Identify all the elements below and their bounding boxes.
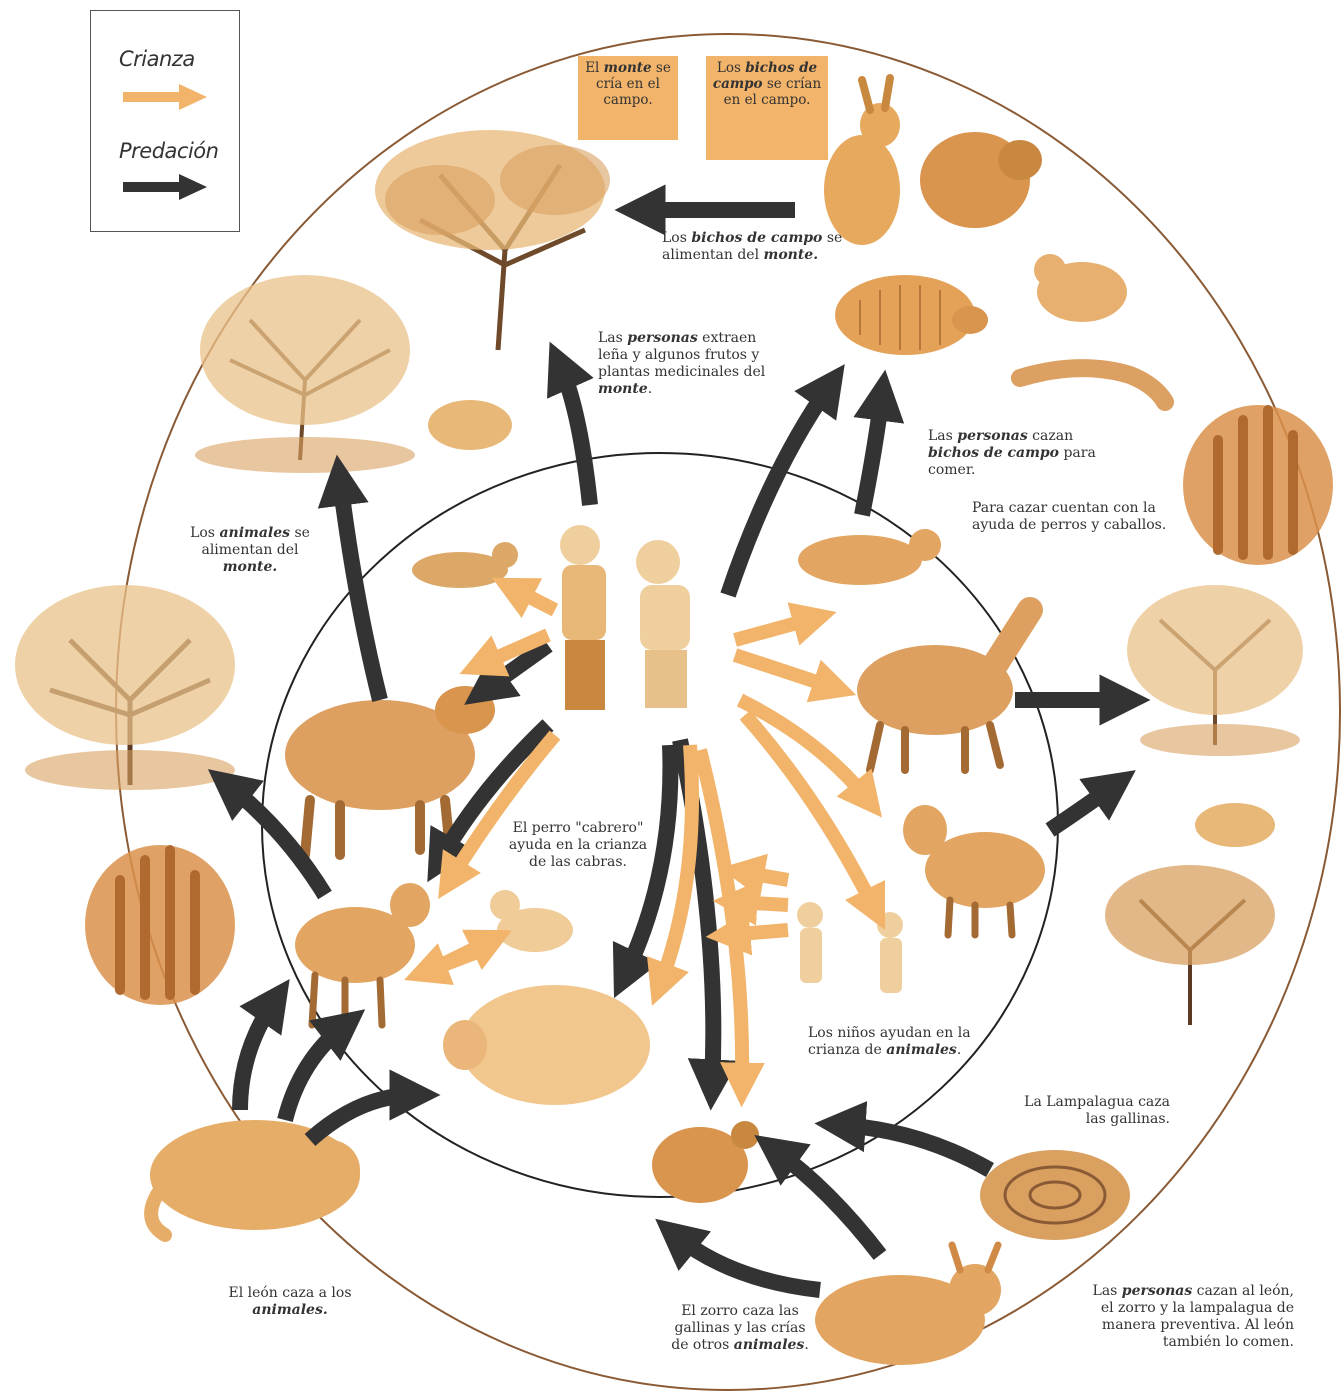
small-bush-right-illustration bbox=[1195, 803, 1275, 847]
label-ninos-bold: animales bbox=[886, 1042, 957, 1058]
label-lampalagua: La Lampalagua caza las gallinas. bbox=[1010, 1094, 1170, 1128]
label-bichos-monte-b1: bichos de campo bbox=[691, 230, 822, 246]
label-animales-monte-b2: monte. bbox=[223, 559, 278, 575]
legend-crianza-label: Crianza bbox=[119, 47, 195, 71]
label-leon-bold: animales. bbox=[252, 1302, 327, 1318]
label-personas-cazan-b1: personas bbox=[957, 428, 1027, 444]
fox-small-illustration bbox=[412, 542, 518, 588]
cactus-right-illustration bbox=[1183, 405, 1333, 565]
vizcacha-illustration bbox=[1034, 254, 1127, 322]
label-animales-monte-1: Los bbox=[190, 525, 219, 541]
goat-illustration bbox=[295, 883, 430, 1025]
tree-top-illustration bbox=[375, 130, 610, 350]
man-with-hat-illustration bbox=[560, 525, 606, 710]
label-zorro-2: . bbox=[804, 1337, 808, 1353]
label-zorro-bold: animales bbox=[734, 1337, 805, 1353]
label-prev-bold: personas bbox=[1122, 1283, 1192, 1299]
label-bichos-monte-1: Los bbox=[662, 230, 691, 246]
small-bush-illustration bbox=[428, 400, 512, 450]
puma-illustration bbox=[150, 1120, 360, 1235]
label-zorro: El zorro caza las gallinas y las crías d… bbox=[664, 1303, 816, 1354]
label-animales-monte-b1: animales bbox=[219, 525, 290, 541]
note-monte: El monte se cría en el campo. bbox=[578, 56, 678, 140]
note-monte-bold: monte bbox=[604, 60, 652, 76]
shrub-top-left-illustration bbox=[195, 275, 415, 473]
label-bichos-monte: Los bichos de campo se alimentan del mon… bbox=[662, 230, 852, 264]
legend-predacion-label: Predación bbox=[119, 139, 218, 163]
legend: Crianza Predación bbox=[90, 10, 240, 232]
label-perro-cabrero: El perro "cabrero" ayuda en la crianza d… bbox=[508, 820, 648, 871]
label-leon: El león caza a los animales. bbox=[210, 1285, 370, 1319]
label-personas-preventiva: Las personas cazan al león, el zorro y l… bbox=[1082, 1283, 1294, 1351]
cactus-left-illustration bbox=[85, 845, 235, 1005]
label-prev-1: Las bbox=[1093, 1283, 1122, 1299]
label-personas-cazan-1: Las bbox=[928, 428, 957, 444]
horse-illustration bbox=[857, 610, 1030, 770]
legend-predacion-arrow bbox=[121, 171, 211, 203]
legend-crianza-arrow bbox=[121, 81, 211, 113]
label-personas-monte-b2: monte bbox=[598, 381, 648, 397]
label-personas-monte-1: Las bbox=[598, 330, 627, 346]
label-personas-monte: Las personas extraen leña y algunos frut… bbox=[598, 330, 778, 398]
label-bichos-monte-b2: monte. bbox=[764, 247, 819, 263]
shrub-right-illustration bbox=[1127, 585, 1303, 756]
hare-illustration bbox=[824, 78, 900, 245]
lampalagua-snake-illustration bbox=[980, 1150, 1130, 1240]
label-leon-1: El león caza a los bbox=[228, 1285, 351, 1301]
pig-illustration bbox=[443, 985, 650, 1105]
peccary-illustration bbox=[920, 132, 1042, 228]
note-bichos-text-1: Los bbox=[717, 60, 745, 76]
note-monte-text-1: El bbox=[585, 60, 603, 76]
label-personas-cazan-b2: bichos de campo bbox=[928, 445, 1059, 461]
label-personas-cazan-2: cazan bbox=[1028, 428, 1073, 444]
label-ninos-2: . bbox=[957, 1042, 961, 1058]
donkey-illustration bbox=[903, 805, 1045, 935]
hen-illustration bbox=[652, 1121, 759, 1203]
label-personas-monte-3: . bbox=[648, 381, 652, 397]
hunting-dog-illustration bbox=[798, 529, 941, 585]
label-perros-caballos: Para cazar cuentan con la ayuda de perro… bbox=[972, 500, 1172, 534]
label-animales-monte: Los animales se alimentan del monte. bbox=[180, 525, 320, 576]
label-personas-cazan: Las personas cazan bichos de campo para … bbox=[928, 428, 1108, 479]
note-bichos: Los bichos de campo se crían en el campo… bbox=[706, 56, 828, 160]
label-ninos: Los niños ayudan en la crianza de animal… bbox=[808, 1025, 978, 1059]
lizard-illustration bbox=[1020, 368, 1165, 402]
fox-illustration bbox=[815, 1245, 1001, 1365]
armadillo-illustration bbox=[835, 275, 988, 355]
man-illustration bbox=[636, 540, 690, 708]
tree-right-bottom-illustration bbox=[1105, 865, 1275, 1025]
children-illustration bbox=[797, 902, 903, 993]
dog-cabrero-illustration bbox=[490, 890, 573, 952]
label-personas-monte-b1: personas bbox=[627, 330, 697, 346]
shrub-left-illustration bbox=[15, 585, 235, 790]
